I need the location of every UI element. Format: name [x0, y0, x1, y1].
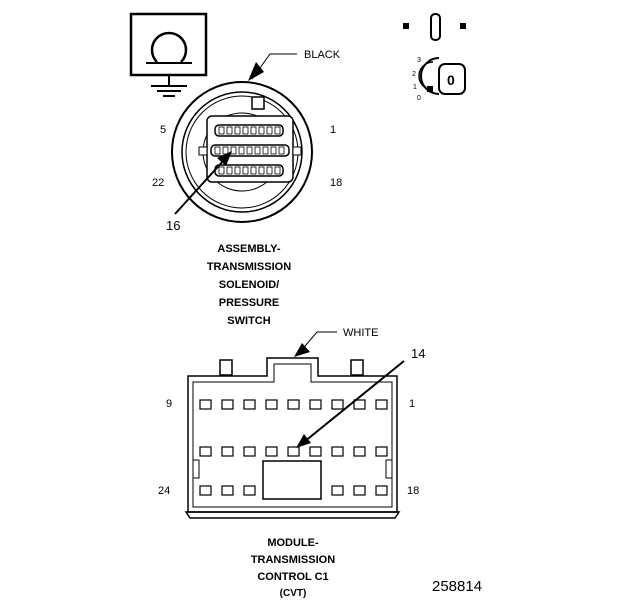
- connector-2-pin-cavity: [243, 485, 256, 496]
- connector-1-pin-cavity: [242, 126, 249, 135]
- connector-2-pin-cavity: [309, 446, 322, 457]
- connector-2-pin-label-top-left: 9: [166, 398, 172, 410]
- connector-2-title-line-4: (CVT): [280, 588, 307, 599]
- ignition-position-2: 2: [412, 71, 416, 78]
- connector-2-pin-cavity: [375, 399, 388, 410]
- connector-1-pin-cavity: [270, 146, 277, 155]
- connector-2-pin-cavity: [309, 399, 322, 410]
- ignition-switch-icon: 3 2 1 0 0: [403, 13, 466, 102]
- connector-1-pin-cavity: [258, 166, 265, 175]
- connector-2-title: MODULE- TRANSMISSION CONTROL C1 (CVT): [251, 537, 335, 599]
- connector-2-pin-field: [199, 399, 388, 496]
- connector-1-pin-cavity: [222, 146, 229, 155]
- ignition-position-1: 1: [413, 84, 417, 91]
- connector-2-rectangular: [184, 357, 401, 519]
- connector-2-title-line-2: TRANSMISSION: [251, 554, 335, 566]
- connector-1-pin-cavity: [278, 146, 285, 155]
- ignition-key-label: 0: [447, 72, 455, 88]
- connector-1-round: [171, 81, 313, 223]
- connector-1-pin-cavity: [250, 166, 257, 175]
- connector-2-pin-cavity: [199, 446, 212, 457]
- connector-1-pin-cavity: [274, 126, 281, 135]
- connector-2-pin-cavity: [375, 485, 388, 496]
- connector-2-pin-cavity: [243, 446, 256, 457]
- connector-2-pin-cavity: [353, 485, 366, 496]
- connector-1-pin-label-bottom-right: 18: [330, 177, 342, 189]
- connector-1-pin-field: [210, 124, 290, 177]
- connector-1-pin-label-bottom-left: 22: [152, 177, 164, 189]
- connector-1-pin-cavity: [242, 166, 249, 175]
- connector-1-pin-cavity: [266, 126, 273, 135]
- ignition-position-3: 3: [417, 57, 421, 64]
- connector-2-pin-cavity: [265, 446, 278, 457]
- connector-1-pin-cavity: [226, 126, 233, 135]
- connector-2-title-line-3: CONTROL C1: [257, 571, 328, 583]
- connector-2-pin-cavity: [353, 399, 366, 410]
- connector-1-title-line-1: ASSEMBLY-: [217, 243, 281, 255]
- connector-2-pin-cavity: [265, 399, 278, 410]
- connector-2-pin-cavity: [331, 446, 344, 457]
- connector-1-pin-cavity: [258, 126, 265, 135]
- connector-2-pin-label-top-right: 1: [409, 398, 415, 410]
- figure-number: 258814: [432, 578, 482, 595]
- connector-1-pin-cavity: [238, 146, 245, 155]
- connector-1-pin-cavity: [234, 166, 241, 175]
- connector-1-pin-callout-arrow: [174, 151, 232, 215]
- connector-2-pin-cavity: [375, 446, 388, 457]
- connector-2-title-line-1: MODULE-: [267, 537, 319, 549]
- connector-1-pin-cavity: [218, 126, 225, 135]
- connector-2-pin-cavity: [287, 446, 300, 457]
- connector-2-pin-cavity: [221, 485, 234, 496]
- connector-2-pin-cavity: [331, 399, 344, 410]
- connector-2-color-label: WHITE: [343, 327, 378, 339]
- connector-1-pin-label-top-left: 5: [160, 124, 166, 136]
- connector-1-callout-pin: 16: [166, 218, 180, 233]
- connector-2-pin-label-bottom-right: 18: [407, 485, 419, 497]
- connector-1-black-callout: [248, 53, 297, 81]
- connector-2-white-callout: [294, 331, 337, 357]
- ignition-position-0: 0: [417, 95, 421, 102]
- connector-1-pin-cavity: [214, 146, 221, 155]
- connector-1-pin-cavity: [274, 166, 281, 175]
- connector-1-pin-cavity: [254, 146, 261, 155]
- connector-2-pin-cavity: [243, 399, 256, 410]
- connector-2-pin-cavity: [199, 399, 212, 410]
- connector-2-pin-cavity: [221, 446, 234, 457]
- connector-2-pin-label-bottom-left: 24: [158, 485, 170, 497]
- connector-2-pin-cavity: [287, 399, 300, 410]
- ground-meter-icon: [129, 12, 208, 97]
- connector-1-title-line-4: PRESSURE: [219, 297, 280, 309]
- connector-1-pin-cavity: [250, 126, 257, 135]
- connector-2-pin-callout-arrow: [296, 360, 405, 448]
- connector-1-title-line-5: SWITCH: [227, 315, 270, 327]
- connector-1-pin-cavity: [262, 146, 269, 155]
- connector-1-title-line-3: SOLENOID/: [219, 279, 280, 291]
- connector-1-pin-cavity: [226, 166, 233, 175]
- connector-2-pin-cavity: [353, 446, 366, 457]
- connector-1-pin-cavity: [234, 126, 241, 135]
- connector-1-title: ASSEMBLY- TRANSMISSION SOLENOID/ PRESSUR…: [207, 243, 291, 327]
- connector-2-pin-cavity: [221, 399, 234, 410]
- connector-1-pin-cavity: [230, 146, 237, 155]
- connector-1-pin-cavity: [266, 166, 273, 175]
- connector-2-pin-cavity: [199, 485, 212, 496]
- connector-1-pin-label-top-right: 1: [330, 124, 336, 136]
- connector-1-pin-cavity: [246, 146, 253, 155]
- connector-1-pin-cavity: [218, 166, 225, 175]
- connector-2-callout-pin: 14: [411, 346, 425, 361]
- connector-1-title-line-2: TRANSMISSION: [207, 261, 291, 273]
- connector-2-pin-cavity: [331, 485, 344, 496]
- connector-1-color-label: BLACK: [304, 49, 341, 61]
